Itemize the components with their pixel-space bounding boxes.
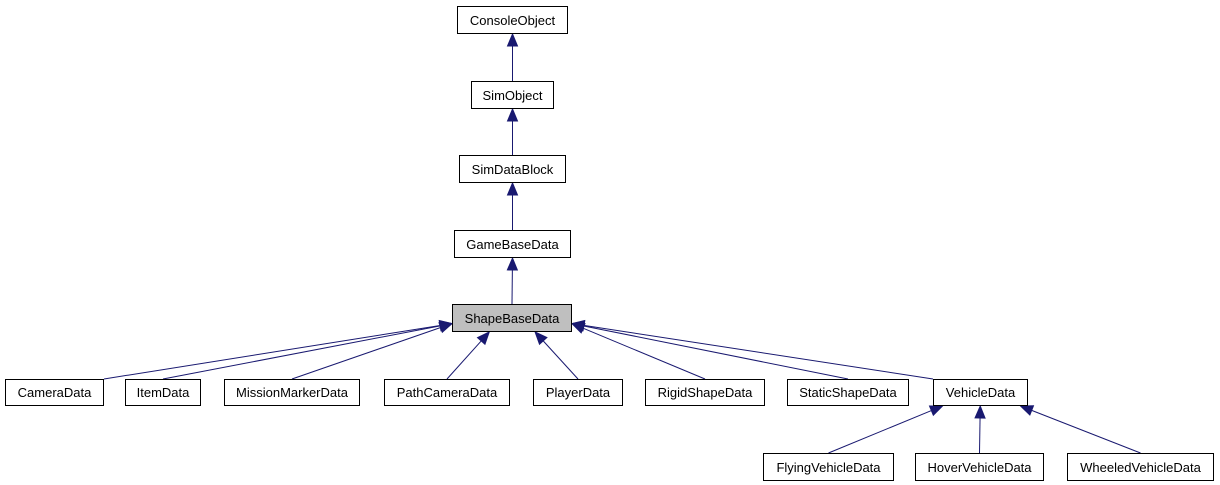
edge-mission-marker-data-to-shape-base-data bbox=[291, 327, 441, 380]
node-rigid-shape-data[interactable]: RigidShapeData bbox=[645, 379, 765, 406]
node-mission-marker-data[interactable]: MissionMarkerData bbox=[224, 379, 360, 406]
node-camera-data[interactable]: CameraData bbox=[5, 379, 104, 406]
node-vehicle-data[interactable]: VehicleData bbox=[933, 379, 1028, 406]
node-hover-vehicle-data[interactable]: HoverVehicleData bbox=[915, 453, 1044, 481]
inheritance-arrowhead-icon bbox=[534, 331, 548, 346]
inheritance-arrowhead-icon bbox=[476, 331, 491, 346]
inheritance-arrowhead-icon bbox=[506, 256, 519, 271]
node-path-camera-data[interactable]: PathCameraData bbox=[384, 379, 510, 406]
edge-player-data-to-shape-base-data bbox=[542, 340, 579, 380]
inheritance-arrowhead-icon bbox=[974, 404, 986, 419]
edge-item-data-to-shape-base-data bbox=[162, 325, 441, 380]
inheritance-arrowhead-icon bbox=[928, 405, 944, 417]
edge-hover-vehicle-data-to-vehicle-data bbox=[979, 417, 981, 454]
inheritance-arrowhead-icon bbox=[1019, 405, 1035, 416]
node-shape-base-data-current: ShapeBaseData bbox=[452, 304, 572, 332]
inheritance-arrowhead-icon bbox=[506, 181, 519, 196]
inheritance-arrowhead-icon bbox=[438, 322, 454, 334]
node-player-data[interactable]: PlayerData bbox=[533, 379, 623, 406]
node-flying-vehicle-data[interactable]: FlyingVehicleData bbox=[763, 453, 894, 481]
edge-path-camera-data-to-shape-base-data bbox=[446, 340, 482, 380]
node-sim-data-block[interactable]: SimDataBlock bbox=[459, 155, 566, 183]
edge-camera-data-to-shape-base-data bbox=[103, 324, 441, 380]
node-item-data[interactable]: ItemData bbox=[125, 379, 201, 406]
node-sim-object[interactable]: SimObject bbox=[471, 81, 554, 109]
node-console-object[interactable]: ConsoleObject bbox=[457, 6, 568, 34]
edge-rigid-shape-data-to-shape-base-data bbox=[582, 327, 706, 380]
inheritance-arrowhead-icon bbox=[506, 32, 519, 47]
node-wheeled-vehicle-data[interactable]: WheeledVehicleData bbox=[1067, 453, 1214, 481]
node-static-shape-data[interactable]: StaticShapeData bbox=[787, 379, 909, 406]
edge-wheeled-vehicle-data-to-vehicle-data bbox=[1031, 409, 1141, 454]
edge-static-shape-data-to-shape-base-data bbox=[583, 325, 849, 380]
edge-vehicle-data-to-shape-base-data bbox=[583, 324, 934, 380]
node-game-base-data[interactable]: GameBaseData bbox=[454, 230, 571, 258]
edge-flying-vehicle-data-to-vehicle-data bbox=[828, 410, 932, 454]
inheritance-arrowhead-icon bbox=[570, 319, 586, 332]
inheritance-arrowhead-icon bbox=[506, 107, 519, 122]
